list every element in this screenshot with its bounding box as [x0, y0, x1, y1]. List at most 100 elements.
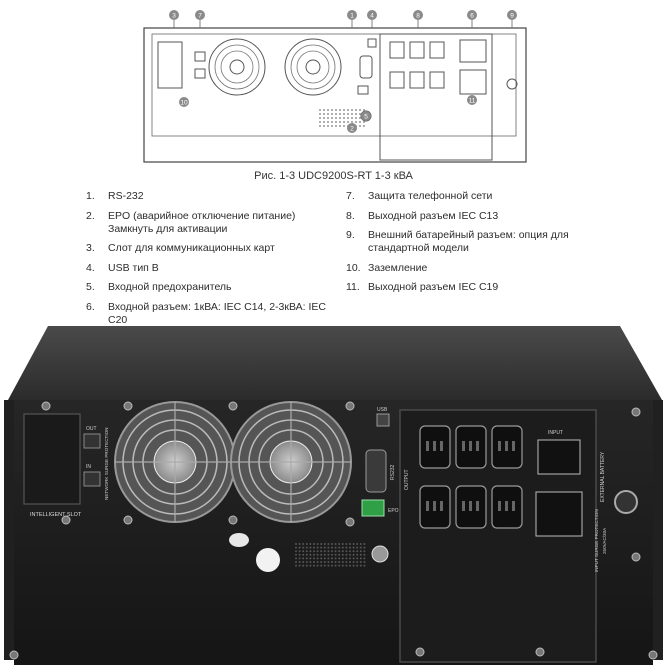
callout-marker: [169, 10, 179, 20]
vent-dot: [351, 121, 353, 123]
fan-right-outline: [284, 38, 342, 96]
vent-hole: [338, 557, 341, 560]
vent-hole: [341, 557, 344, 560]
legend-number: 1.: [86, 190, 95, 202]
vent-hole: [349, 561, 351, 563]
vent-hole: [316, 553, 319, 556]
screw: [631, 552, 641, 562]
legend-item: 11.Выходной разъем IEC C19: [346, 281, 604, 294]
vent-hole: [327, 546, 330, 549]
vent-hole: [331, 553, 333, 556]
ground-sticker: [229, 533, 249, 547]
rj-in-port[interactable]: [83, 471, 101, 487]
vent-hole: [331, 550, 333, 553]
vent-hole: [331, 543, 333, 545]
c13-outlets: [389, 41, 445, 89]
rj-out-port[interactable]: [83, 433, 101, 449]
usb-port[interactable]: [376, 413, 390, 427]
vent-hole: [295, 561, 297, 563]
vent-hole: [305, 546, 308, 549]
c13-outlet-outline: [409, 41, 425, 59]
epo-connector[interactable]: [361, 499, 385, 517]
callout-marker: [347, 10, 357, 20]
screw: [345, 401, 355, 411]
vent-hole: [341, 543, 344, 545]
screw: [228, 401, 238, 411]
vent-hole: [345, 557, 348, 560]
vent-dot: [359, 125, 361, 127]
vent-hole: [295, 564, 297, 567]
vent-hole: [298, 553, 301, 556]
vent-hole: [359, 561, 362, 563]
legend-number: 2.: [86, 209, 95, 222]
vent-dot: [351, 109, 353, 111]
vent-dot: [323, 121, 325, 123]
legend-text: Заземление: [368, 261, 428, 274]
callout-marker: [179, 97, 189, 107]
callout-number: 11: [469, 98, 476, 105]
vent-hole: [327, 557, 330, 560]
vent-dot: [343, 109, 345, 111]
c13-outlet-outline: [429, 71, 445, 89]
vent-hole: [309, 553, 312, 556]
vent-hole: [302, 557, 305, 560]
vent-dot: [363, 109, 365, 111]
input-surge-label: INPUT SURGE PROTECTION: [594, 509, 599, 572]
vent-hole: [356, 543, 359, 545]
ground-screw[interactable]: [371, 545, 389, 563]
figure-caption: Рис. 1-3 UDC9200S-RT 1-3 кВА: [254, 170, 413, 182]
photo-c13-outlets: [419, 425, 523, 529]
vent-hole: [331, 557, 333, 560]
callout-number: 7: [198, 13, 202, 20]
vent-dot: [335, 109, 337, 111]
callout-marker: [347, 123, 357, 133]
vent-dot: [331, 117, 333, 119]
callout-marker: [361, 111, 371, 121]
vent-hole: [302, 543, 305, 545]
vent-dot: [331, 121, 333, 123]
input-socket[interactable]: [537, 439, 581, 475]
vent-hole: [323, 557, 326, 560]
vent-dot: [327, 117, 329, 119]
vent-hole: [305, 553, 308, 556]
intelligent-slot[interactable]: [23, 413, 81, 505]
vent-hole: [363, 550, 366, 553]
vent-dot: [339, 109, 341, 111]
vent-hole: [309, 561, 312, 563]
rs232-port[interactable]: [365, 449, 387, 493]
outlet-pin: [469, 501, 472, 511]
legend-number: 5.: [86, 281, 95, 293]
legend-item: 5. Входной предохранитель: [86, 281, 338, 294]
outlet-pin: [426, 441, 429, 451]
vent-hole: [338, 553, 341, 556]
outlet-pin: [505, 441, 508, 451]
vent-dot: [359, 121, 361, 123]
vent-hole: [359, 543, 362, 545]
vent-hole: [316, 557, 319, 560]
vent-hole: [316, 564, 319, 567]
vent-hole: [313, 553, 315, 556]
vent-dot: [335, 113, 337, 115]
vent-dot: [355, 117, 357, 119]
callout-number: 6: [470, 13, 474, 20]
outlet-pin: [426, 501, 429, 511]
c19-outlet[interactable]: [535, 491, 583, 537]
vent-hole: [334, 553, 337, 556]
vent-hole: [316, 561, 319, 563]
vent-hole: [352, 543, 355, 545]
outlet-pin: [498, 441, 501, 451]
vent-dot: [319, 109, 321, 111]
callout-number: 10: [180, 100, 188, 107]
outlet-pin: [476, 501, 479, 511]
input-socket-outline: [459, 39, 487, 63]
vent-dot: [351, 117, 353, 119]
legend-text: Входной предохранитель: [108, 281, 232, 293]
vent-hole: [359, 546, 362, 549]
screw: [123, 515, 133, 525]
vent-dot: [343, 125, 345, 127]
screw: [9, 650, 19, 660]
callout-number: 2: [350, 126, 354, 133]
battery-connector[interactable]: [614, 490, 638, 514]
